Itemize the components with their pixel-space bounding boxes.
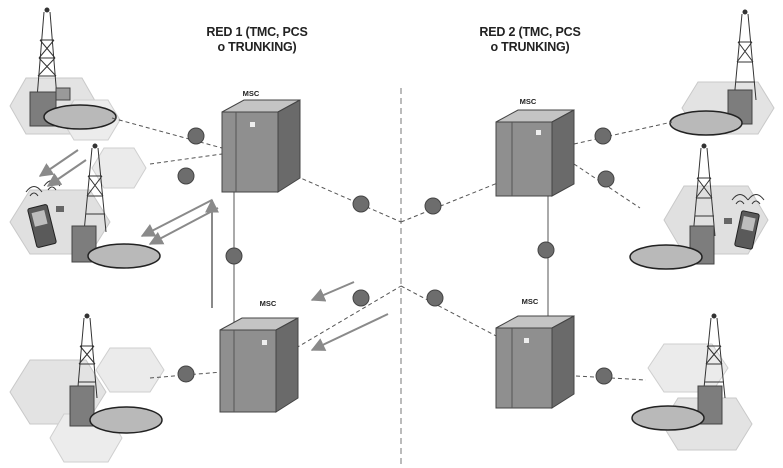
msc-switch-red-1-bottom: MSC: [219, 299, 299, 413]
network-label-red-1-line-2: o TRUNKING): [217, 40, 297, 54]
msc-switch-red-1-top: MSC: [221, 89, 301, 193]
base-station-cabinet: [69, 385, 95, 427]
cell-site-right-bottom: [631, 313, 753, 451]
network-label-red-1: RED 1 (TMC, PCS o TRUNKING): [182, 25, 332, 55]
network-label-red-2: RED 2 (TMC, PCS o TRUNKING): [455, 25, 605, 55]
radio-tower-icon: [36, 7, 58, 99]
base-station-oval: [43, 104, 117, 130]
base-station-oval: [631, 405, 705, 431]
msc-label: MSC: [260, 299, 277, 308]
mobile-phone-icon: [724, 194, 765, 250]
network-links: [111, 117, 673, 381]
msc-switch-red-2-bottom: MSC: [495, 297, 575, 409]
radio-tower-icon: [733, 9, 757, 101]
msc-label: MSC: [520, 97, 537, 106]
cell-site-right-top: [669, 9, 775, 136]
mobile-phone-icon: [25, 180, 64, 248]
cell-site-left-top: [9, 7, 121, 141]
msc-label: MSC: [243, 89, 260, 98]
msc-vertical-links: [233, 178, 549, 326]
radio-tower-icon: [83, 143, 107, 233]
cell-site-left-middle: [9, 143, 161, 269]
base-station-oval: [669, 110, 743, 136]
base-station-oval: [629, 244, 703, 270]
network-label-red-1-line-1: RED 1 (TMC, PCS: [206, 25, 308, 39]
base-station-oval: [87, 243, 161, 269]
link-dots: [177, 127, 615, 385]
radio-tower-icon: [702, 313, 726, 399]
cell-site-left-bottom: [9, 313, 165, 463]
msc-switch-red-2-top: MSC: [495, 97, 575, 197]
msc-label: MSC: [522, 297, 539, 306]
handoff-arrows: [38, 149, 389, 351]
base-station-oval: [89, 406, 163, 434]
network-label-red-2-line-1: RED 2 (TMC, PCS: [479, 25, 581, 39]
network-label-red-2-line-2: o TRUNKING): [490, 40, 570, 54]
cell-site-right-middle: [629, 143, 769, 270]
radio-tower-icon: [76, 313, 98, 399]
radio-tower-icon: [692, 143, 716, 237]
